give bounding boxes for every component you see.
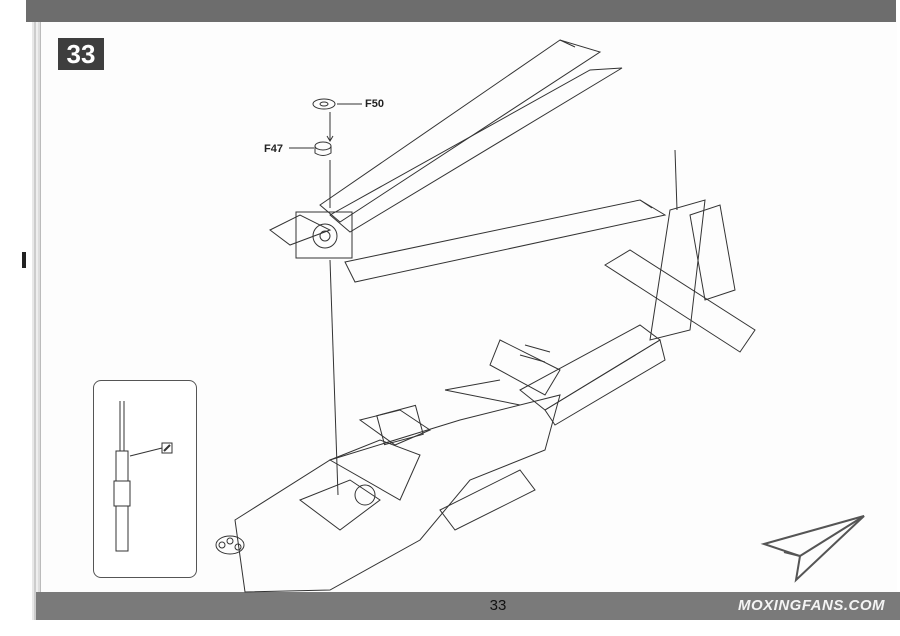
part-label-f50: F50 [365,98,384,110]
part-label-f47: F47 [264,143,283,155]
watermark-text: MOXINGFANS.COM [738,597,886,614]
tail-boom [519,324,661,411]
tail-fin [649,199,706,341]
rotor-blade-1 [319,39,602,223]
part-f47-cap [314,141,332,151]
detail-inset [93,380,197,578]
paper-plane-logo-icon [760,515,865,583]
rotor-blade-2 [329,67,623,233]
tail-stabilizer [604,249,756,353]
rotor-blade-3 [344,199,667,283]
rocket-pod [215,535,245,555]
rotor-hub [295,211,353,259]
binding-mark [22,252,26,268]
tail-rotor [689,204,736,301]
footer-band [36,592,900,620]
rotor-blade-4 [269,214,332,246]
fuselage [234,394,561,593]
part-f50-washer [312,98,336,110]
stub-wing [439,469,536,531]
header-band [26,0,896,22]
page-number: 33 [489,597,507,614]
step-number: 33 [58,38,104,70]
antenna-detail-drawing [113,401,173,552]
canopy [298,479,381,531]
